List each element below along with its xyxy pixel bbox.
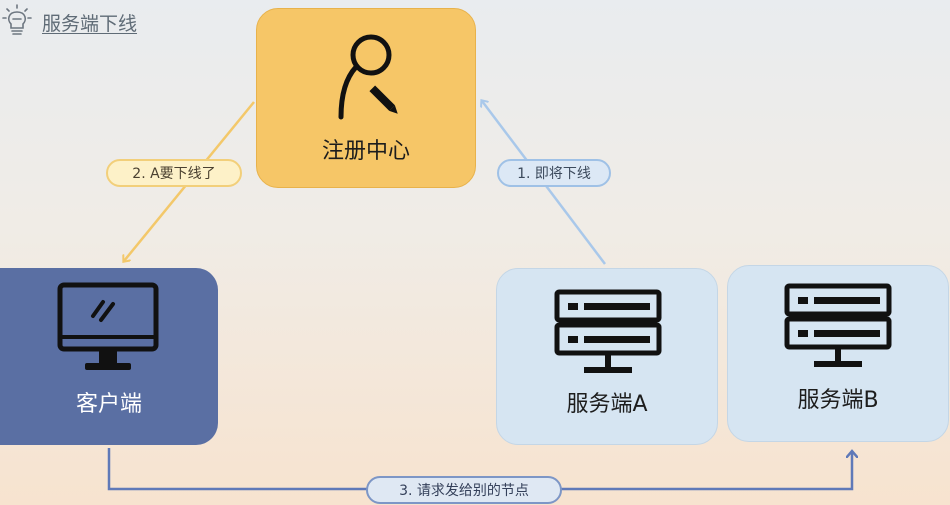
server-a-label: 服务端A xyxy=(566,392,648,417)
client-label: 客户端 xyxy=(75,392,142,417)
client-node: 客户端 xyxy=(0,268,218,445)
monitor-icon xyxy=(57,282,159,378)
edge-label-step1: 1. 即将下线 xyxy=(497,159,611,187)
header: 服务端下线 xyxy=(2,4,137,40)
edge-label-step2: 2. A要下线了 xyxy=(106,159,242,187)
edge-label-step3: 3. 请求发给别的节点 xyxy=(366,476,562,504)
server-icon xyxy=(554,289,662,381)
page-title: 服务端下线 xyxy=(42,12,138,35)
server-icon xyxy=(784,283,892,375)
server-b-label: 服务端B xyxy=(797,388,879,413)
registry-node: 注册中心 xyxy=(256,8,476,188)
lightbulb-icon xyxy=(2,4,32,40)
user-edit-icon xyxy=(335,31,407,127)
registry-label: 注册中心 xyxy=(321,139,410,164)
server-a-node: 服务端A xyxy=(496,268,718,445)
server-b-node: 服务端B xyxy=(727,265,949,442)
